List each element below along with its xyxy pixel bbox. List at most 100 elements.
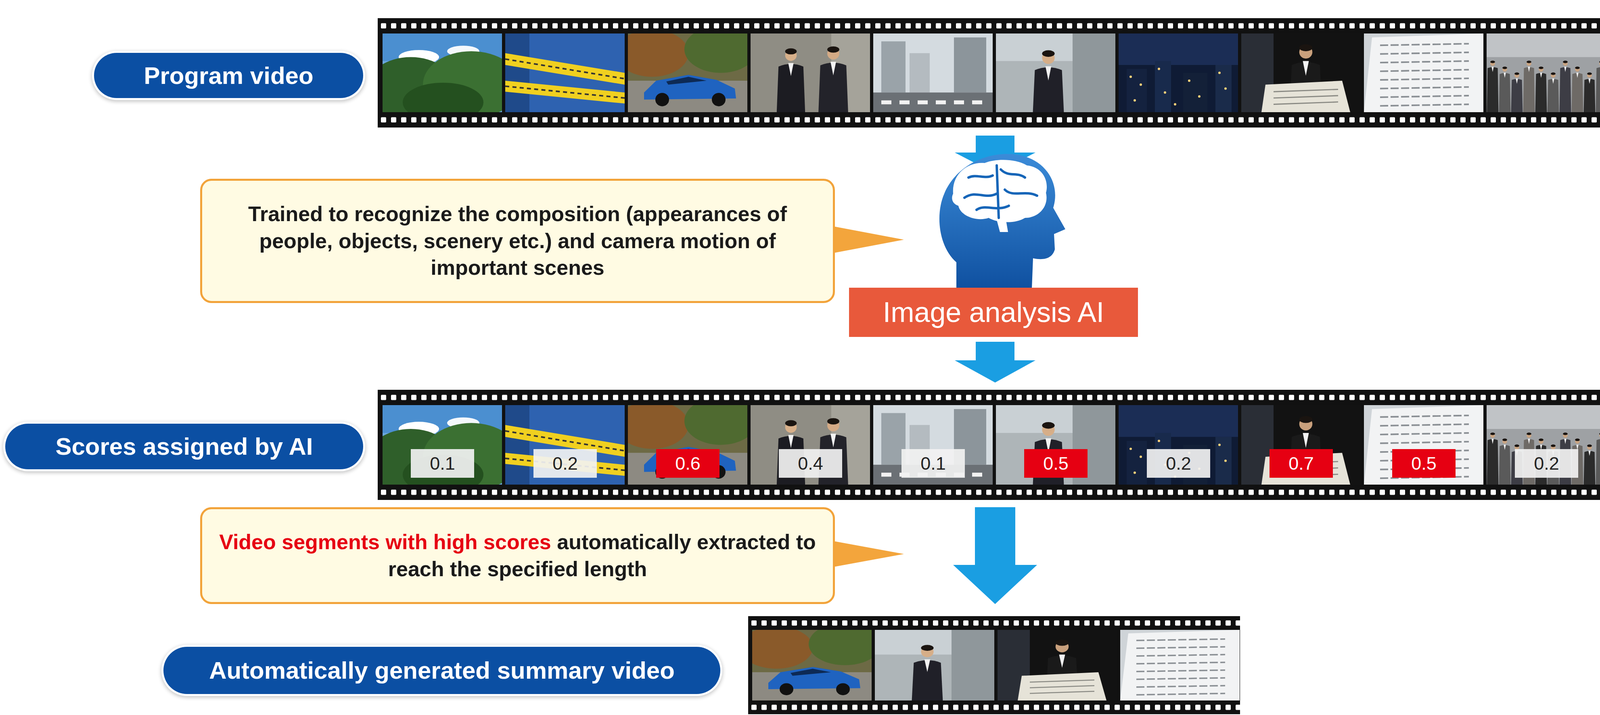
film-frame [366, 33, 520, 122]
sprocket-hole [411, 395, 417, 401]
sprocket-hole [1134, 620, 1140, 626]
sprocket-hole [943, 704, 949, 711]
sprocket-hole [411, 489, 417, 496]
brain-icon [951, 159, 1047, 222]
sprocket-hole [945, 117, 952, 123]
sprocket-hole [602, 23, 609, 29]
scene-shape [1380, 60, 1469, 63]
scene-shape [505, 452, 625, 476]
sprocket-hole [922, 620, 929, 626]
sprocket-hole [683, 23, 689, 29]
scene-shape [1380, 69, 1469, 72]
scene-shape [1363, 33, 1484, 113]
sprocket-hole [945, 489, 952, 496]
film-frame [750, 405, 871, 485]
sprocket-hole [855, 117, 861, 123]
sprocket-hole [1551, 23, 1557, 29]
sprocket-hole [1329, 489, 1335, 496]
sprocket-hole [1175, 704, 1181, 711]
scene-shape [1129, 447, 1132, 450]
label-pill: Automatically generated summary video [163, 646, 721, 695]
sprocket-hole [1339, 117, 1345, 123]
sprocket-hole [844, 117, 851, 123]
sprocket-hole [1298, 489, 1305, 496]
sprocket-hole [1195, 704, 1201, 711]
sprocket-hole [501, 23, 508, 29]
sprocket-hole [872, 620, 878, 626]
sprocket-hole [602, 117, 609, 123]
sprocket-hole [842, 704, 848, 711]
scene-shape [1303, 60, 1310, 76]
sprocket-hole [976, 489, 982, 496]
node-text: 0.2 [552, 453, 578, 474]
sprocket-hole [744, 23, 750, 29]
sprocket-hole [1541, 395, 1547, 401]
sprocket-hole [1127, 23, 1133, 29]
sprocket-hole [824, 489, 831, 496]
sprocket-hole [1470, 117, 1476, 123]
score-badge: 0.6 [656, 449, 720, 478]
sprocket-hole [955, 395, 962, 401]
sprocket-hole [501, 395, 508, 401]
scene-shape [505, 405, 625, 485]
sprocket-hole [892, 620, 898, 626]
scene-shape [827, 418, 840, 425]
sprocket-hole [1198, 395, 1204, 401]
sprocket-hole [855, 395, 861, 401]
sprocket-hole [1450, 395, 1456, 401]
scene-shape [1163, 91, 1167, 94]
scene-shape [615, 401, 689, 449]
sprocket-hole [1298, 117, 1305, 123]
sprocket-hole [1440, 489, 1446, 496]
scene-shape [1486, 33, 1600, 113]
sprocket-hole [512, 395, 518, 401]
sprocket-hole [1369, 489, 1375, 496]
scene-shape [951, 629, 995, 701]
sprocket-hole [461, 23, 467, 29]
sprocket-hole [713, 117, 720, 123]
sprocket-hole [1369, 117, 1375, 123]
sprocket-hole [582, 117, 588, 123]
sprocket-hole [1218, 395, 1224, 401]
sprocket-hole [451, 395, 457, 401]
scene-shape [827, 46, 840, 53]
sprocket-hole [1399, 489, 1406, 496]
sprocket-hole [1107, 395, 1113, 401]
sprocket-hole [1551, 395, 1557, 401]
sprocket-hole [1430, 117, 1436, 123]
sprocket-hole [1064, 704, 1070, 711]
sprocket-hole [612, 395, 619, 401]
sprocket-hole [1258, 117, 1264, 123]
scene-shape [881, 41, 906, 93]
sprocket-hole [935, 23, 942, 29]
scene-shape [1363, 405, 1484, 485]
scene-shape [1120, 629, 1240, 701]
scene-shape [1136, 639, 1226, 641]
sprocket-hole [935, 395, 942, 401]
sprocket-hole [501, 489, 508, 496]
scene-shape [779, 683, 794, 696]
scene-shape [1139, 455, 1142, 459]
sprocket-hole [1561, 117, 1567, 123]
sprocket-hole [1440, 117, 1446, 123]
scene-shape [874, 629, 995, 701]
sprocket-hole [925, 395, 931, 401]
scene-shape [505, 430, 625, 451]
sprocket-hole [1238, 395, 1244, 401]
sprocket-hole [1175, 620, 1181, 626]
scene-shape [1380, 95, 1469, 98]
sprocket-hole [451, 489, 457, 496]
scene-shape [615, 29, 689, 77]
sprocket-hole [673, 489, 679, 496]
sprocket-hole [663, 489, 669, 496]
sprocket-hole [996, 117, 1002, 123]
sprocket-hole [1581, 117, 1587, 123]
scene-shape [1562, 432, 1568, 436]
sprocket-hole [1379, 23, 1385, 29]
sprocket-hole [1450, 489, 1456, 496]
sprocket-hole [471, 395, 477, 401]
sprocket-hole [1056, 23, 1063, 29]
sprocket-hole [794, 489, 800, 496]
sprocket-hole [1013, 620, 1019, 626]
